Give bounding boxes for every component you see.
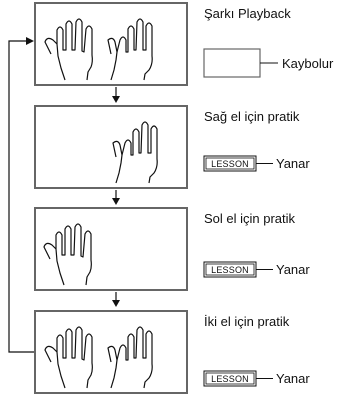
- step-title: Şarkı Playback: [204, 6, 291, 21]
- down-arrow: [112, 292, 120, 307]
- display-frame: [34, 2, 188, 86]
- indicator-state: Yanar: [276, 371, 310, 386]
- step-both-hands-practice: İki el için pratik LESSON Yanar: [34, 310, 310, 394]
- lesson-badge: LESSON: [211, 159, 249, 169]
- step-title: İki el için pratik: [204, 314, 290, 329]
- step-title: Sağ el için pratik: [204, 109, 300, 124]
- indicator-state: Yanar: [276, 156, 310, 171]
- step-right-hand-practice: Sağ el için pratik LESSON Yanar: [34, 105, 310, 189]
- step-title: Sol el için pratik: [204, 211, 296, 226]
- step-song-playback: Şarkı Playback Kaybolur: [34, 2, 334, 86]
- down-arrow: [112, 87, 120, 103]
- indicator-box-empty: [203, 48, 261, 78]
- lesson-badge: LESSON: [211, 374, 249, 384]
- loop-back-arrow: [8, 37, 34, 353]
- down-arrow: [112, 190, 120, 205]
- display-frame: [34, 105, 188, 189]
- display-frame: [34, 207, 188, 291]
- indicator-state: Yanar: [276, 262, 310, 277]
- display-frame: [34, 310, 188, 394]
- step-left-hand-practice: Sol el için pratik LESSON Yanar: [34, 207, 310, 291]
- lesson-badge: LESSON: [211, 265, 249, 275]
- indicator-state: Kaybolur: [282, 56, 334, 71]
